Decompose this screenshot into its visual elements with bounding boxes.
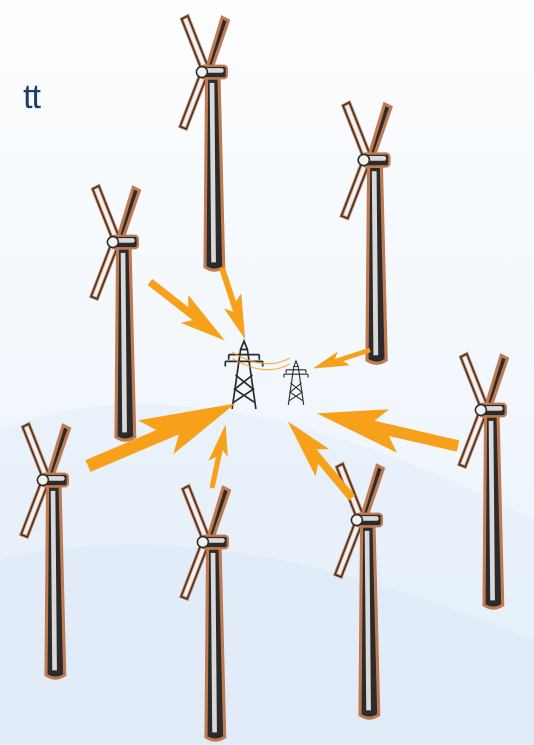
wind-turbine-6 [181, 486, 229, 740]
lightning-arrow-icon [203, 423, 234, 490]
lightning-arrow-icon [142, 272, 233, 351]
wind-turbine-3 [91, 186, 139, 440]
wind-turbine-5 [21, 424, 69, 678]
wind-turbine-2 [341, 102, 391, 363]
lightning-arrow-icon [212, 265, 255, 343]
lightning-arrow-icon [310, 342, 372, 377]
power-pylon-icon-small [284, 361, 308, 405]
wind-turbine-1 [180, 16, 228, 270]
wind-turbine-4 [459, 354, 507, 608]
power-pylon-icon [225, 341, 262, 409]
wind-turbine-7 [335, 464, 383, 718]
lightning-arrow-icon [79, 383, 244, 487]
lightning-arrow-icon [312, 394, 462, 466]
